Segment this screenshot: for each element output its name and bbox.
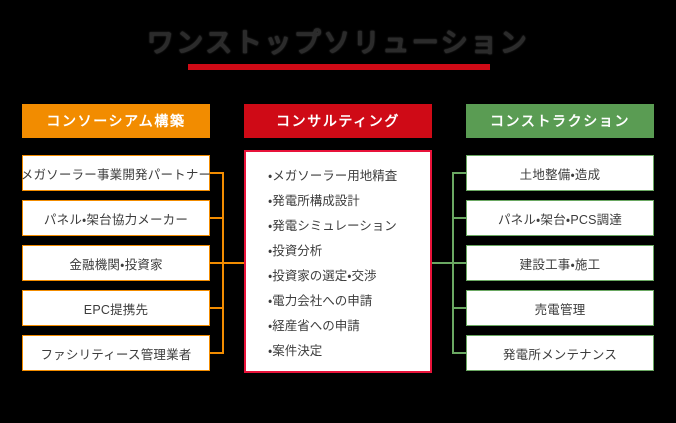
connector-left-stub-2: [210, 217, 224, 219]
list-item[interactable]: 売電管理: [466, 290, 654, 326]
list-item[interactable]: ファシリティース管理業者: [22, 335, 210, 371]
column-header-consortium: コンソーシアム構築: [22, 104, 210, 138]
title-underline: [188, 64, 490, 70]
list-item[interactable]: 発電シミュレーション: [268, 214, 430, 239]
list-item[interactable]: EPC提携先: [22, 290, 210, 326]
list-item[interactable]: 建設工事・施工: [466, 245, 654, 281]
connector-left-stub-5: [210, 352, 224, 354]
connector-right-stub-5: [452, 352, 466, 354]
consulting-list: メガソーラー用地精査 発電所構成設計 発電シミュレーション 投資分析 投資家の選…: [246, 164, 430, 364]
connector-right-stub-1: [452, 172, 466, 174]
connector-left-to-center: [222, 262, 246, 264]
connector-right-stub-2: [452, 217, 466, 219]
connector-left-stub-1: [210, 172, 224, 174]
page-title: ワンストップソリューション: [0, 26, 676, 60]
column-header-consulting: コンサルティング: [244, 104, 432, 138]
list-item[interactable]: パネル・架台・PCS調達: [466, 200, 654, 236]
list-item[interactable]: 土地整備・造成: [466, 155, 654, 191]
column-consortium: コンソーシアム構築 メガソーラー事業開発パートナー パネル・架台協力メーカー 金…: [21, 104, 211, 371]
column-header-construction: コンストラクション: [466, 104, 654, 138]
connector-right-to-center: [432, 262, 454, 264]
list-item[interactable]: 投資分析: [268, 239, 430, 264]
connector-left-stub-3: [210, 262, 224, 264]
list-item[interactable]: 発電所構成設計: [268, 189, 430, 214]
list-item[interactable]: 経産省への申請: [268, 314, 430, 339]
list-item[interactable]: 電力会社への申請: [268, 289, 430, 314]
consulting-panel: メガソーラー用地精査 発電所構成設計 発電シミュレーション 投資分析 投資家の選…: [244, 150, 432, 373]
connector-left-stub-4: [210, 307, 224, 309]
column-consulting: コンサルティング: [244, 104, 432, 138]
connector-right-stub-3: [452, 262, 466, 264]
list-item[interactable]: パネル・架台協力メーカー: [22, 200, 210, 236]
list-item[interactable]: メガソーラー事業開発パートナー: [21, 155, 211, 191]
list-item[interactable]: 発電所メンテナンス: [466, 335, 654, 371]
list-item[interactable]: 投資家の選定・交渉: [268, 264, 430, 289]
column-construction: コンストラクション 土地整備・造成 パネル・架台・PCS調達 建設工事・施工 売…: [466, 104, 654, 371]
list-item[interactable]: 金融機関・投資家: [22, 245, 210, 281]
page-title-text: ワンストップソリューション: [146, 28, 530, 58]
list-item[interactable]: 案件決定: [268, 339, 430, 364]
list-item[interactable]: メガソーラー用地精査: [268, 164, 430, 189]
connector-right-stub-4: [452, 307, 466, 309]
